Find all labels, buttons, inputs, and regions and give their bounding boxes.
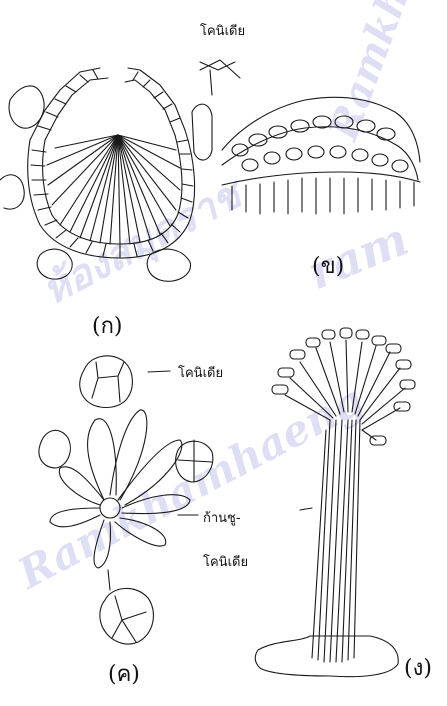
label-conidia-top: โคนิเดีย [200, 20, 245, 41]
label-conidiophore-line2: โคนิเดีย [203, 551, 248, 572]
panel-label-b: (ข) [312, 248, 344, 283]
label-conidiophore-line1: ก้านชู- [203, 507, 241, 528]
panel-label-a: (ก) [92, 308, 123, 343]
label-conidia-mid: โคนิเดีย [178, 362, 223, 383]
panel-label-c: (ค) [108, 656, 140, 691]
panel-label-d: (ง) [404, 650, 432, 685]
